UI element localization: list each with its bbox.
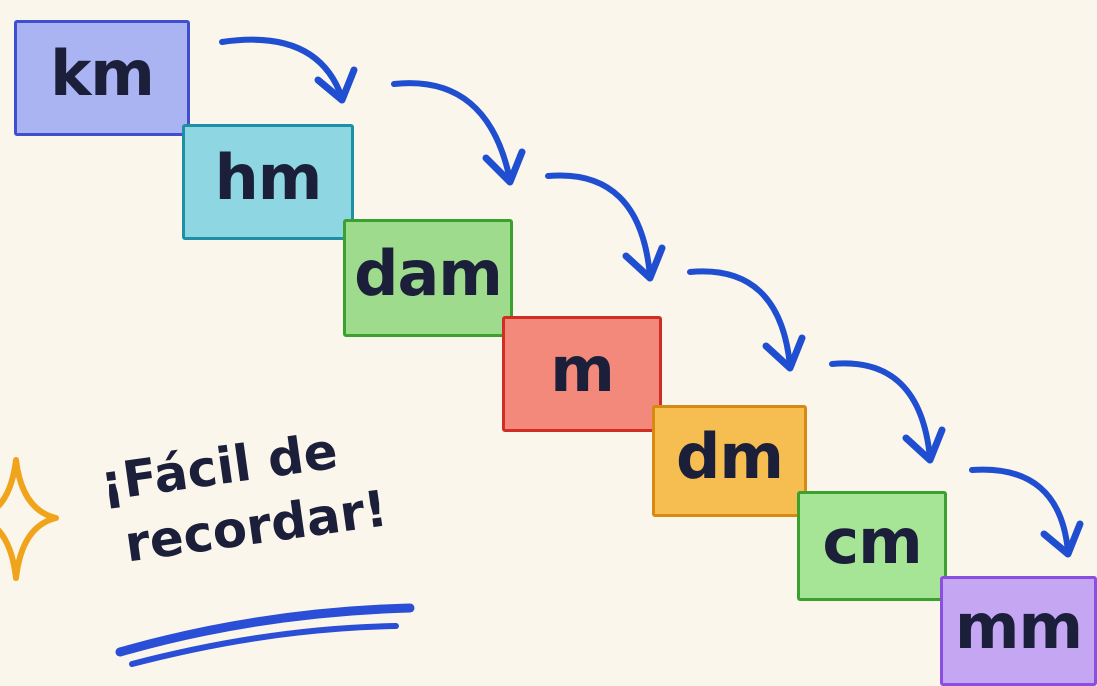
unit-label-mm: mm [954, 590, 1083, 663]
unit-label-km: km [50, 37, 155, 110]
unit-box-km: km [14, 20, 190, 136]
curved-arrow-icon [391, 80, 526, 186]
unit-box-cm: cm [797, 491, 947, 601]
unit-label-dm: dm [676, 420, 784, 493]
scribble-underline [115, 603, 415, 667]
curved-arrow-icon [829, 360, 946, 464]
unit-label-m: m [550, 333, 615, 406]
curved-arrow-icon [969, 466, 1084, 558]
unit-box-mm: mm [940, 576, 1097, 686]
curved-arrow-icon [219, 36, 358, 104]
unit-box-m: m [502, 316, 662, 432]
unit-box-dam: dam [343, 219, 513, 337]
unit-label-hm: hm [214, 141, 323, 214]
unit-box-hm: hm [182, 124, 354, 240]
unit-label-dam: dam [354, 237, 503, 310]
unit-box-dm: dm [652, 405, 807, 517]
curved-arrow-icon [545, 172, 666, 282]
sparkle-icon [0, 457, 59, 581]
curved-arrow-icon [687, 268, 806, 372]
unit-label-cm: cm [822, 505, 922, 578]
